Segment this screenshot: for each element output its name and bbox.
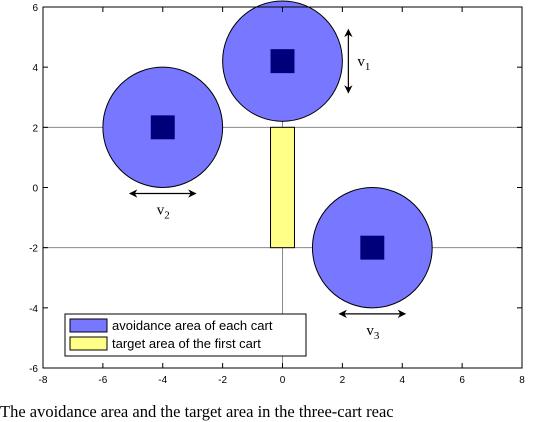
x-tick-label: -8: [39, 375, 48, 386]
x-tick-label: 4: [399, 375, 405, 386]
y-tick-label: 2: [32, 123, 38, 134]
x-tick-label: 6: [459, 375, 465, 386]
target-area-layer: [270, 126, 295, 249]
legend: avoidance area of each cart target area o…: [64, 313, 307, 357]
velocity-label-1: v1: [357, 54, 370, 73]
cart-2: [150, 115, 175, 140]
x-tick-label: -4: [158, 375, 167, 386]
target-area: [270, 126, 295, 249]
x-tick-label: 2: [340, 375, 346, 386]
legend-swatch-2: [69, 336, 108, 351]
x-tick-label: 8: [519, 375, 525, 386]
velocity-label-2: v2: [157, 203, 170, 222]
legend-label-1: avoidance area of each cart: [112, 318, 273, 333]
cart-3: [360, 235, 385, 260]
carts: [150, 49, 385, 260]
legend-swatch-1: [69, 318, 108, 333]
y-tick-label: -2: [29, 244, 38, 255]
legend-label-2: target area of the first cart: [112, 336, 261, 351]
x-tick-label: -6: [98, 375, 107, 386]
y-tick-label: -4: [29, 304, 38, 315]
avoidance-areas: [102, 0, 433, 309]
cart-1: [270, 49, 295, 74]
velocity-arrows: v1 v2 v3: [128, 28, 407, 342]
figure-caption: The avoidance area and the target area i…: [0, 402, 394, 421]
y-tick-label: -6: [29, 364, 38, 375]
y-tick-label: 4: [32, 63, 38, 74]
x-tick-label: 0: [280, 375, 286, 386]
y-tick-label: 0: [32, 184, 38, 195]
velocity-label-3: v3: [366, 323, 380, 342]
x-tick-label: -2: [218, 375, 227, 386]
y-tick-label: 6: [32, 3, 38, 14]
